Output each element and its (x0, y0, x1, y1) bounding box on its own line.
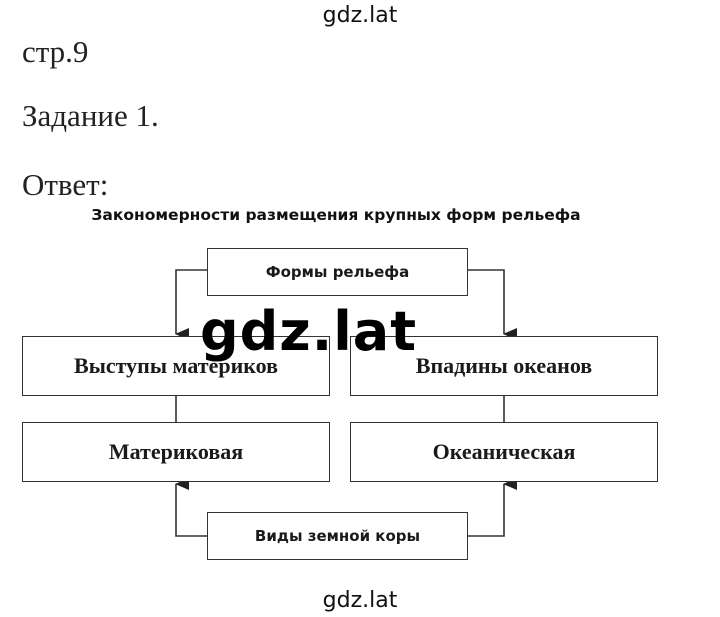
diagram-title: Закономерности размещения крупных форм р… (91, 206, 581, 224)
watermark-center: gdz.lat (200, 300, 418, 363)
edge-crust-types-to-continental (175, 478, 207, 537)
node-continental: Материковая (22, 422, 330, 482)
node-landforms: Формы рельефа (207, 248, 468, 296)
edge-landforms-to-continent-ledges (175, 269, 207, 340)
edge-crust-types-to-oceanic (468, 478, 517, 537)
edge-landforms-to-ocean-depressions (468, 269, 517, 340)
page-label: стр.9 (22, 34, 89, 69)
watermark-top: gdz.lat (322, 3, 398, 28)
node-continent-ledges: Выступы материков (22, 336, 330, 396)
node-ocean-depressions: Впадины океанов (350, 336, 658, 396)
node-oceanic: Океаническая (350, 422, 658, 482)
watermark-bottom: gdz.lat (322, 588, 398, 613)
node-crust-types: Виды земной коры (207, 512, 468, 560)
answer-label: Ответ: (22, 167, 109, 202)
task-label: Задание 1. (22, 98, 159, 133)
